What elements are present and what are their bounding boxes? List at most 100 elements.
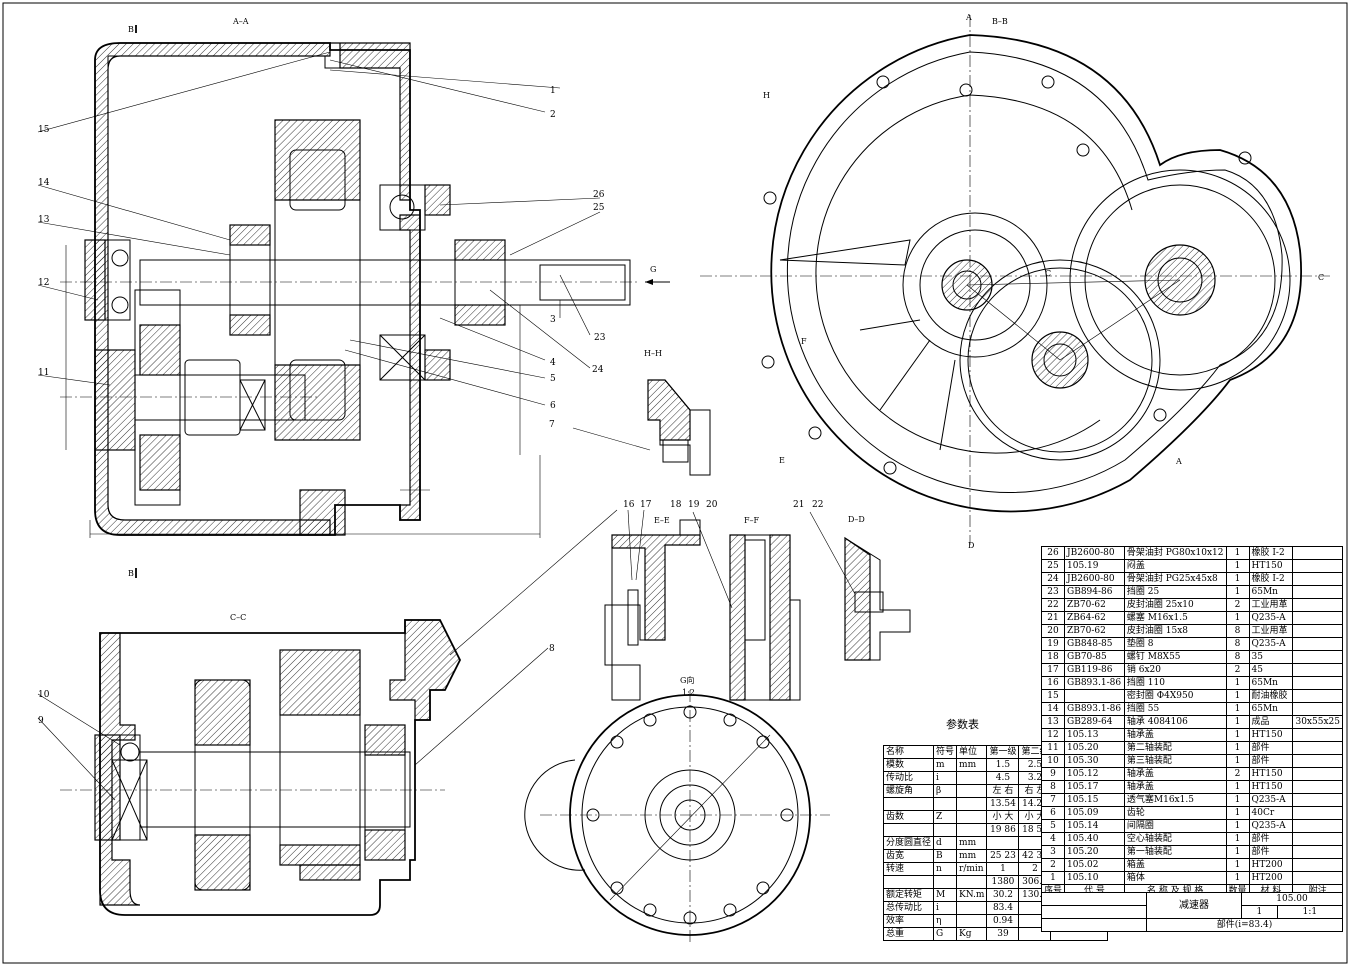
balloon-1: 1 xyxy=(550,86,556,96)
bom-cell: 密封圈 Φ4X950 xyxy=(1123,689,1227,703)
param-cell: 25 23 xyxy=(986,849,1020,863)
param-cell: 单位 xyxy=(956,745,988,759)
bom-cell: 8 xyxy=(1040,780,1066,794)
param-cell: 名称 xyxy=(882,745,935,759)
param-cell xyxy=(882,823,935,837)
param-cell: n xyxy=(933,862,958,876)
param-cell: d xyxy=(933,836,958,850)
bom-cell xyxy=(1292,546,1343,560)
bom-cell: 部件 xyxy=(1248,754,1294,768)
param-cell: 4.5 xyxy=(986,771,1020,785)
section-mark-h: H xyxy=(763,91,770,100)
bom-cell xyxy=(1292,572,1343,586)
balloon-25: 25 xyxy=(593,203,605,213)
bom-cell: 1 xyxy=(1225,611,1250,625)
view-label-bb: B–B xyxy=(992,17,1008,26)
bom-cell: 1 xyxy=(1225,780,1250,794)
section-aa-view: A–A B xyxy=(60,17,670,538)
bom-cell: 1 xyxy=(1225,806,1250,820)
bom-cell: 105.30 xyxy=(1064,754,1125,768)
bom-cell: 8 xyxy=(1225,637,1250,651)
bom-cell: 1 xyxy=(1040,871,1066,885)
bom-cell: 2 xyxy=(1225,663,1250,677)
view-label-ff: F–F xyxy=(744,516,760,525)
g-view: G向 1:2 xyxy=(524,675,830,945)
bom-cell: 105.14 xyxy=(1064,819,1125,833)
param-cell: r/min xyxy=(956,862,988,876)
bom-cell: 65Mn xyxy=(1248,676,1294,690)
bom-cell: ZB64-62 xyxy=(1064,611,1125,625)
bom-cell: 15 xyxy=(1040,689,1066,703)
bom-cell: Q235-A xyxy=(1248,611,1294,625)
bom-cell: 23 xyxy=(1040,585,1066,599)
bom-cell: 1 xyxy=(1225,572,1250,586)
view-scale-g: 1:2 xyxy=(682,688,695,697)
param-cell: β xyxy=(933,784,958,798)
param-cell xyxy=(956,771,988,785)
param-cell: 总传动比 xyxy=(882,901,935,915)
bom-cell xyxy=(1292,689,1343,703)
bom-cell: 1 xyxy=(1225,741,1250,755)
bom-cell: 105.12 xyxy=(1064,767,1125,781)
bom-cell: 30x55x25 xyxy=(1292,715,1343,729)
bom-cell: 35 xyxy=(1248,650,1294,664)
param-cell: 第一级 xyxy=(986,745,1020,759)
bom-cell: 6 xyxy=(1040,806,1066,820)
param-cell: 分度圆直径 xyxy=(882,836,935,850)
bom-cell: 7 xyxy=(1040,793,1066,807)
param-cell: Kg xyxy=(956,927,988,941)
bom-cell xyxy=(1292,871,1343,885)
bom-cell: 11 xyxy=(1040,741,1066,755)
bom-cell xyxy=(1292,611,1343,625)
bom-cell: 螺钉 M8X55 xyxy=(1123,650,1227,664)
param-cell: 齿宽 xyxy=(882,849,935,863)
bom-cell: 45 xyxy=(1248,663,1294,677)
bom-cell: 21 xyxy=(1040,611,1066,625)
title-block-blank xyxy=(1041,892,1147,906)
bom-cell: 18 xyxy=(1040,650,1066,664)
bom-cell xyxy=(1292,728,1343,742)
title-block-name: 减速器 xyxy=(1146,892,1242,919)
balloon-16: 16 xyxy=(623,500,635,510)
bom-cell xyxy=(1292,663,1343,677)
bom-cell: 1 xyxy=(1225,728,1250,742)
bom-cell: 1 xyxy=(1225,702,1250,716)
bom-cell: GB70-85 xyxy=(1064,650,1125,664)
bom-cell: 12 xyxy=(1040,728,1066,742)
bom-cell xyxy=(1292,858,1343,872)
bom-cell: 4 xyxy=(1040,832,1066,846)
balloon-11: 11 xyxy=(38,368,49,378)
view-label-g: G向 xyxy=(680,675,694,685)
bom-cell xyxy=(1292,598,1343,612)
bom-cell: 105.02 xyxy=(1064,858,1125,872)
bom-cell: 箱体 xyxy=(1123,871,1227,885)
bom-cell: 10 xyxy=(1040,754,1066,768)
bom-cell: Q235-A xyxy=(1248,793,1294,807)
title-block-blank-2 xyxy=(1041,905,1147,919)
balloon-7: 7 xyxy=(549,420,555,430)
bom-cell: Q235-A xyxy=(1248,637,1294,651)
bom-cell: 105.20 xyxy=(1064,845,1125,859)
bom-cell: 105.20 xyxy=(1064,741,1125,755)
bom-cell: 1 xyxy=(1225,858,1250,872)
bom-cell: 19 xyxy=(1040,637,1066,651)
bom-cell: 轴承盖 xyxy=(1123,780,1227,794)
param-cell xyxy=(882,875,935,889)
bom-cell: JB2600-80 xyxy=(1064,546,1125,560)
bom-cell xyxy=(1292,559,1343,573)
section-mark-f: F xyxy=(801,337,807,346)
bom-cell: 3 xyxy=(1040,845,1066,859)
param-cell: 1.5 xyxy=(986,758,1020,772)
bom-cell: 105.19 xyxy=(1064,559,1125,573)
bom-cell: 1 xyxy=(1225,689,1250,703)
param-cell xyxy=(933,875,958,889)
